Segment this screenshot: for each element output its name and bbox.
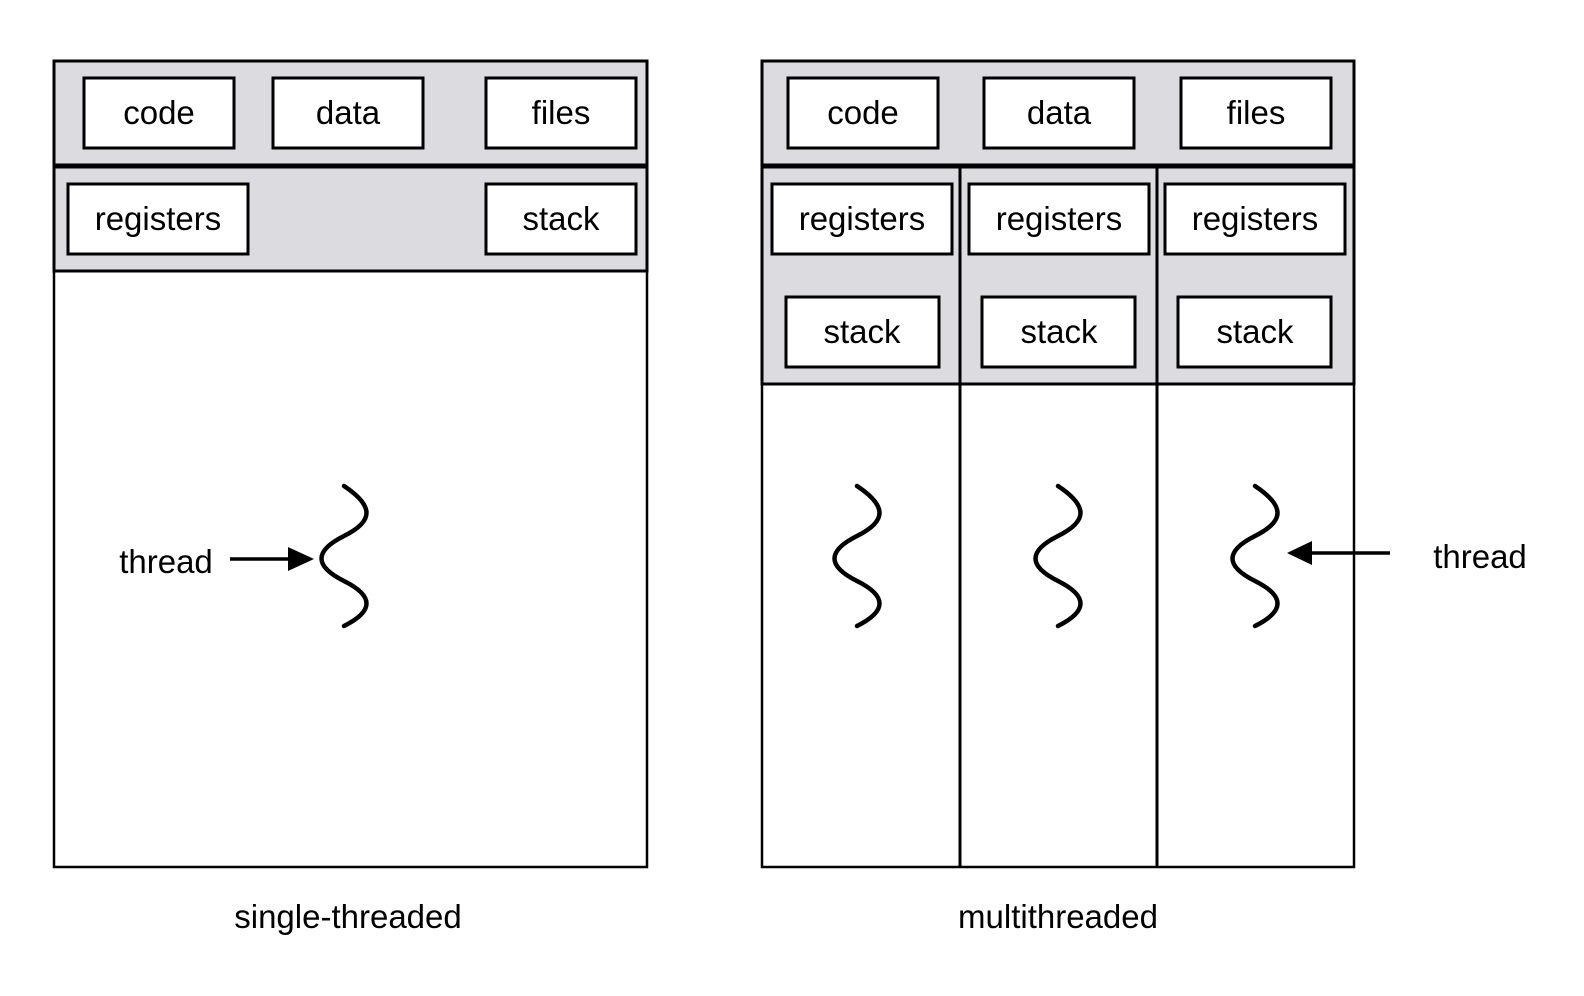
thread-1-registers-label: registers xyxy=(799,200,926,237)
thread-1-stack-label: stack xyxy=(823,313,901,350)
single-files-label: files xyxy=(532,94,591,131)
thread-3-registers-box: registers xyxy=(1163,182,1347,256)
multi-code-box: code xyxy=(786,76,940,150)
multi-files-box: files xyxy=(1179,76,1333,150)
multi-thread-arrow-icon xyxy=(1287,541,1390,565)
thread-3-stack-label: stack xyxy=(1216,313,1294,350)
thread-2-stack-box: stack xyxy=(980,295,1137,369)
thread-2-stack-label: stack xyxy=(1020,313,1098,350)
multi-data-box: data xyxy=(982,76,1136,150)
single-data-box: data xyxy=(271,76,425,150)
thread-2-registers-label: registers xyxy=(996,200,1123,237)
multi-files-label: files xyxy=(1227,94,1286,131)
thread-1-registers-box: registers xyxy=(770,182,954,256)
single-code-box: code xyxy=(82,76,236,150)
single-registers-label: registers xyxy=(95,200,222,237)
thread-2-registers-box: registers xyxy=(967,182,1151,256)
single-thread-arrow-icon xyxy=(230,547,314,571)
single-stack-label: stack xyxy=(522,200,600,237)
single-threaded-caption: single-threaded xyxy=(234,898,462,935)
multi-code-label: code xyxy=(827,94,899,131)
single-stack-box: stack xyxy=(484,182,638,256)
multithreaded-caption: multithreaded xyxy=(958,898,1158,935)
thread-1-stack-box: stack xyxy=(784,295,941,369)
multithreaded-process: code data files registers stack register… xyxy=(760,59,1527,935)
single-data-label: data xyxy=(316,94,381,131)
multi-data-label: data xyxy=(1027,94,1092,131)
single-registers-box: registers xyxy=(66,182,250,256)
single-files-box: files xyxy=(484,76,638,150)
single-code-label: code xyxy=(123,94,195,131)
thread-3-stack-box: stack xyxy=(1176,295,1333,369)
single-threaded-process: code data files registers stack thread s… xyxy=(52,59,649,935)
thread-3-registers-label: registers xyxy=(1192,200,1319,237)
multi-thread-label: thread xyxy=(1433,538,1527,575)
single-thread-label: thread xyxy=(119,543,213,580)
